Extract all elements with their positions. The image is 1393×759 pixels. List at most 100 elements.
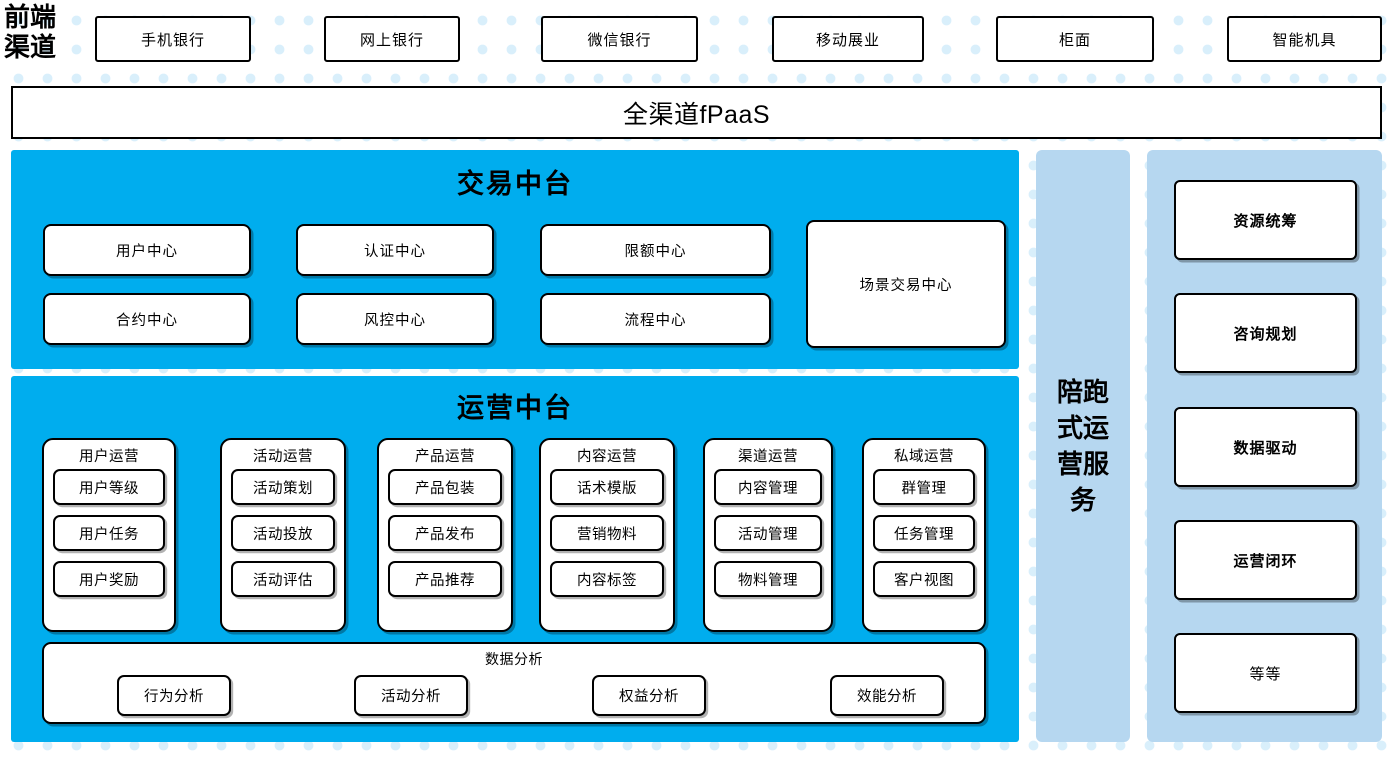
ops-item-3-2[interactable]: 内容标签: [550, 561, 664, 597]
channel-label: 柜面: [1058, 31, 1091, 49]
trade-card-label: 认证中心: [364, 243, 426, 260]
capability-card-label: 资源统筹: [1233, 212, 1298, 230]
ops-item-1-2[interactable]: 活动评估: [231, 561, 335, 597]
trade-card-label: 限额中心: [624, 243, 687, 260]
ops-item-0-1[interactable]: 用户任务: [53, 515, 165, 551]
data-analysis-item-label: 行为分析: [144, 689, 204, 705]
channel-box-1[interactable]: 网上银行: [324, 16, 460, 62]
trade-card-label: 流程中心: [624, 312, 687, 329]
ops-group-2: 产品运营产品包装产品发布产品推荐: [377, 438, 513, 632]
trade-card-label: 风控中心: [364, 312, 426, 329]
trade-card-4[interactable]: 风控中心: [296, 293, 494, 345]
ops-item-label: 内容标签: [577, 572, 637, 589]
data-analysis-item-0[interactable]: 行为分析: [117, 675, 231, 716]
trade-card-label: 用户中心: [116, 243, 178, 260]
capability-card-label: 等等: [1249, 665, 1282, 683]
channel-label: 网上银行: [359, 31, 424, 49]
ops-item-label: 客户视图: [894, 572, 954, 589]
ops-group-title: 活动运营: [253, 449, 313, 465]
trade-card-label: 场景交易中心: [859, 277, 953, 294]
capability-card-label: 运营闭环: [1233, 552, 1298, 570]
service-column-label: 陪跑式运营服务: [1056, 377, 1109, 515]
channel-box-0[interactable]: 手机银行: [95, 16, 251, 62]
ops-item-2-2[interactable]: 产品推荐: [388, 561, 502, 597]
ops-item-5-2[interactable]: 客户视图: [873, 561, 975, 597]
ops-group-4: 渠道运营内容管理活动管理物料管理: [703, 438, 833, 632]
ops-item-label: 内容管理: [738, 480, 798, 497]
channel-box-3[interactable]: 移动展业: [772, 16, 924, 62]
channel-box-2[interactable]: 微信银行: [541, 16, 698, 62]
ops-item-5-1[interactable]: 任务管理: [873, 515, 975, 551]
ops-middle-platform-panel: 运营中台 数据分析 行为分析活动分析权益分析效能分析 用户运营用户等级用户任务用…: [11, 376, 1019, 742]
ops-item-2-0[interactable]: 产品包装: [388, 469, 502, 505]
ops-item-label: 话术模版: [577, 480, 637, 497]
ops-item-label: 产品推荐: [415, 572, 475, 589]
ops-item-2-1[interactable]: 产品发布: [388, 515, 502, 551]
capability-card-4[interactable]: 等等: [1174, 633, 1357, 713]
channel-box-4[interactable]: 柜面: [996, 16, 1154, 62]
frontend-channel-label: 前端渠道: [4, 3, 57, 62]
trade-card-6[interactable]: 场景交易中心: [806, 220, 1006, 348]
data-analysis-title: 数据分析: [485, 651, 543, 667]
ops-group-5: 私域运营群管理任务管理客户视图: [862, 438, 986, 632]
data-analysis-item-1[interactable]: 活动分析: [354, 675, 468, 716]
ops-item-3-1[interactable]: 营销物料: [550, 515, 664, 551]
ops-item-0-0[interactable]: 用户等级: [53, 469, 165, 505]
capability-card-label: 数据驱动: [1233, 439, 1298, 457]
ops-item-label: 活动投放: [253, 526, 313, 543]
fpaas-bar: 全渠道fPaaS: [11, 86, 1382, 139]
capability-card-3[interactable]: 运营闭环: [1174, 520, 1357, 600]
channel-box-5[interactable]: 智能机具: [1227, 16, 1382, 62]
trade-platform-title: 交易中台: [457, 169, 573, 199]
ops-platform-title: 运营中台: [457, 393, 573, 423]
channel-label: 智能机具: [1272, 31, 1337, 49]
ops-item-5-0[interactable]: 群管理: [873, 469, 975, 505]
data-analysis-item-2[interactable]: 权益分析: [592, 675, 706, 716]
ops-item-label: 任务管理: [894, 526, 954, 543]
ops-item-label: 群管理: [901, 480, 947, 497]
ops-item-4-2[interactable]: 物料管理: [714, 561, 822, 597]
accompanying-operation-service-column: 陪跑式运营服务: [1036, 150, 1130, 742]
ops-item-0-2[interactable]: 用户奖励: [53, 561, 165, 597]
ops-item-label: 活动评估: [253, 572, 313, 589]
trade-card-0[interactable]: 用户中心: [43, 224, 251, 276]
ops-group-3: 内容运营话术模版营销物料内容标签: [539, 438, 675, 632]
ops-group-1: 活动运营活动策划活动投放活动评估: [220, 438, 346, 632]
capability-card-2[interactable]: 数据驱动: [1174, 407, 1357, 487]
capability-card-0[interactable]: 资源统筹: [1174, 180, 1357, 260]
ops-item-label: 用户奖励: [79, 572, 139, 589]
trade-middle-platform-panel: 交易中台 用户中心 认证中心 限额中心合约中心 风控中心 流程中心 场景交易中心: [11, 150, 1019, 369]
ops-item-label: 活动管理: [738, 526, 798, 543]
channel-label: 移动展业: [815, 31, 880, 49]
ops-item-label: 产品包装: [415, 480, 475, 497]
trade-card-3[interactable]: 合约中心: [43, 293, 251, 345]
ops-group-0: 用户运营用户等级用户任务用户奖励: [42, 438, 176, 632]
ops-item-3-0[interactable]: 话术模版: [550, 469, 664, 505]
trade-card-1[interactable]: 认证中心: [296, 224, 494, 276]
ops-item-label: 物料管理: [738, 572, 798, 589]
ops-item-label: 用户任务: [79, 526, 139, 543]
trade-card-label: 合约中心: [116, 312, 178, 329]
capability-panel: 资源统筹咨询规划数据驱动运营闭环等等: [1147, 150, 1382, 742]
ops-group-title: 渠道运营: [738, 449, 798, 465]
data-analysis-item-label: 效能分析: [857, 689, 917, 705]
ops-item-4-1[interactable]: 活动管理: [714, 515, 822, 551]
channel-label: 手机银行: [140, 31, 205, 49]
ops-item-1-1[interactable]: 活动投放: [231, 515, 335, 551]
data-analysis-item-3[interactable]: 效能分析: [830, 675, 944, 716]
channel-label: 微信银行: [587, 31, 652, 49]
ops-item-1-0[interactable]: 活动策划: [231, 469, 335, 505]
ops-group-title: 内容运营: [577, 449, 637, 465]
ops-item-label: 用户等级: [79, 480, 139, 497]
ops-group-title: 用户运营: [79, 449, 139, 465]
ops-item-label: 产品发布: [415, 526, 475, 543]
ops-item-4-0[interactable]: 内容管理: [714, 469, 822, 505]
ops-group-title: 产品运营: [415, 449, 475, 465]
trade-card-2[interactable]: 限额中心: [540, 224, 771, 276]
data-analysis-item-label: 活动分析: [381, 689, 441, 705]
capability-card-1[interactable]: 咨询规划: [1174, 293, 1357, 373]
capability-card-label: 咨询规划: [1233, 325, 1298, 343]
ops-item-label: 活动策划: [253, 480, 313, 497]
trade-card-5[interactable]: 流程中心: [540, 293, 771, 345]
